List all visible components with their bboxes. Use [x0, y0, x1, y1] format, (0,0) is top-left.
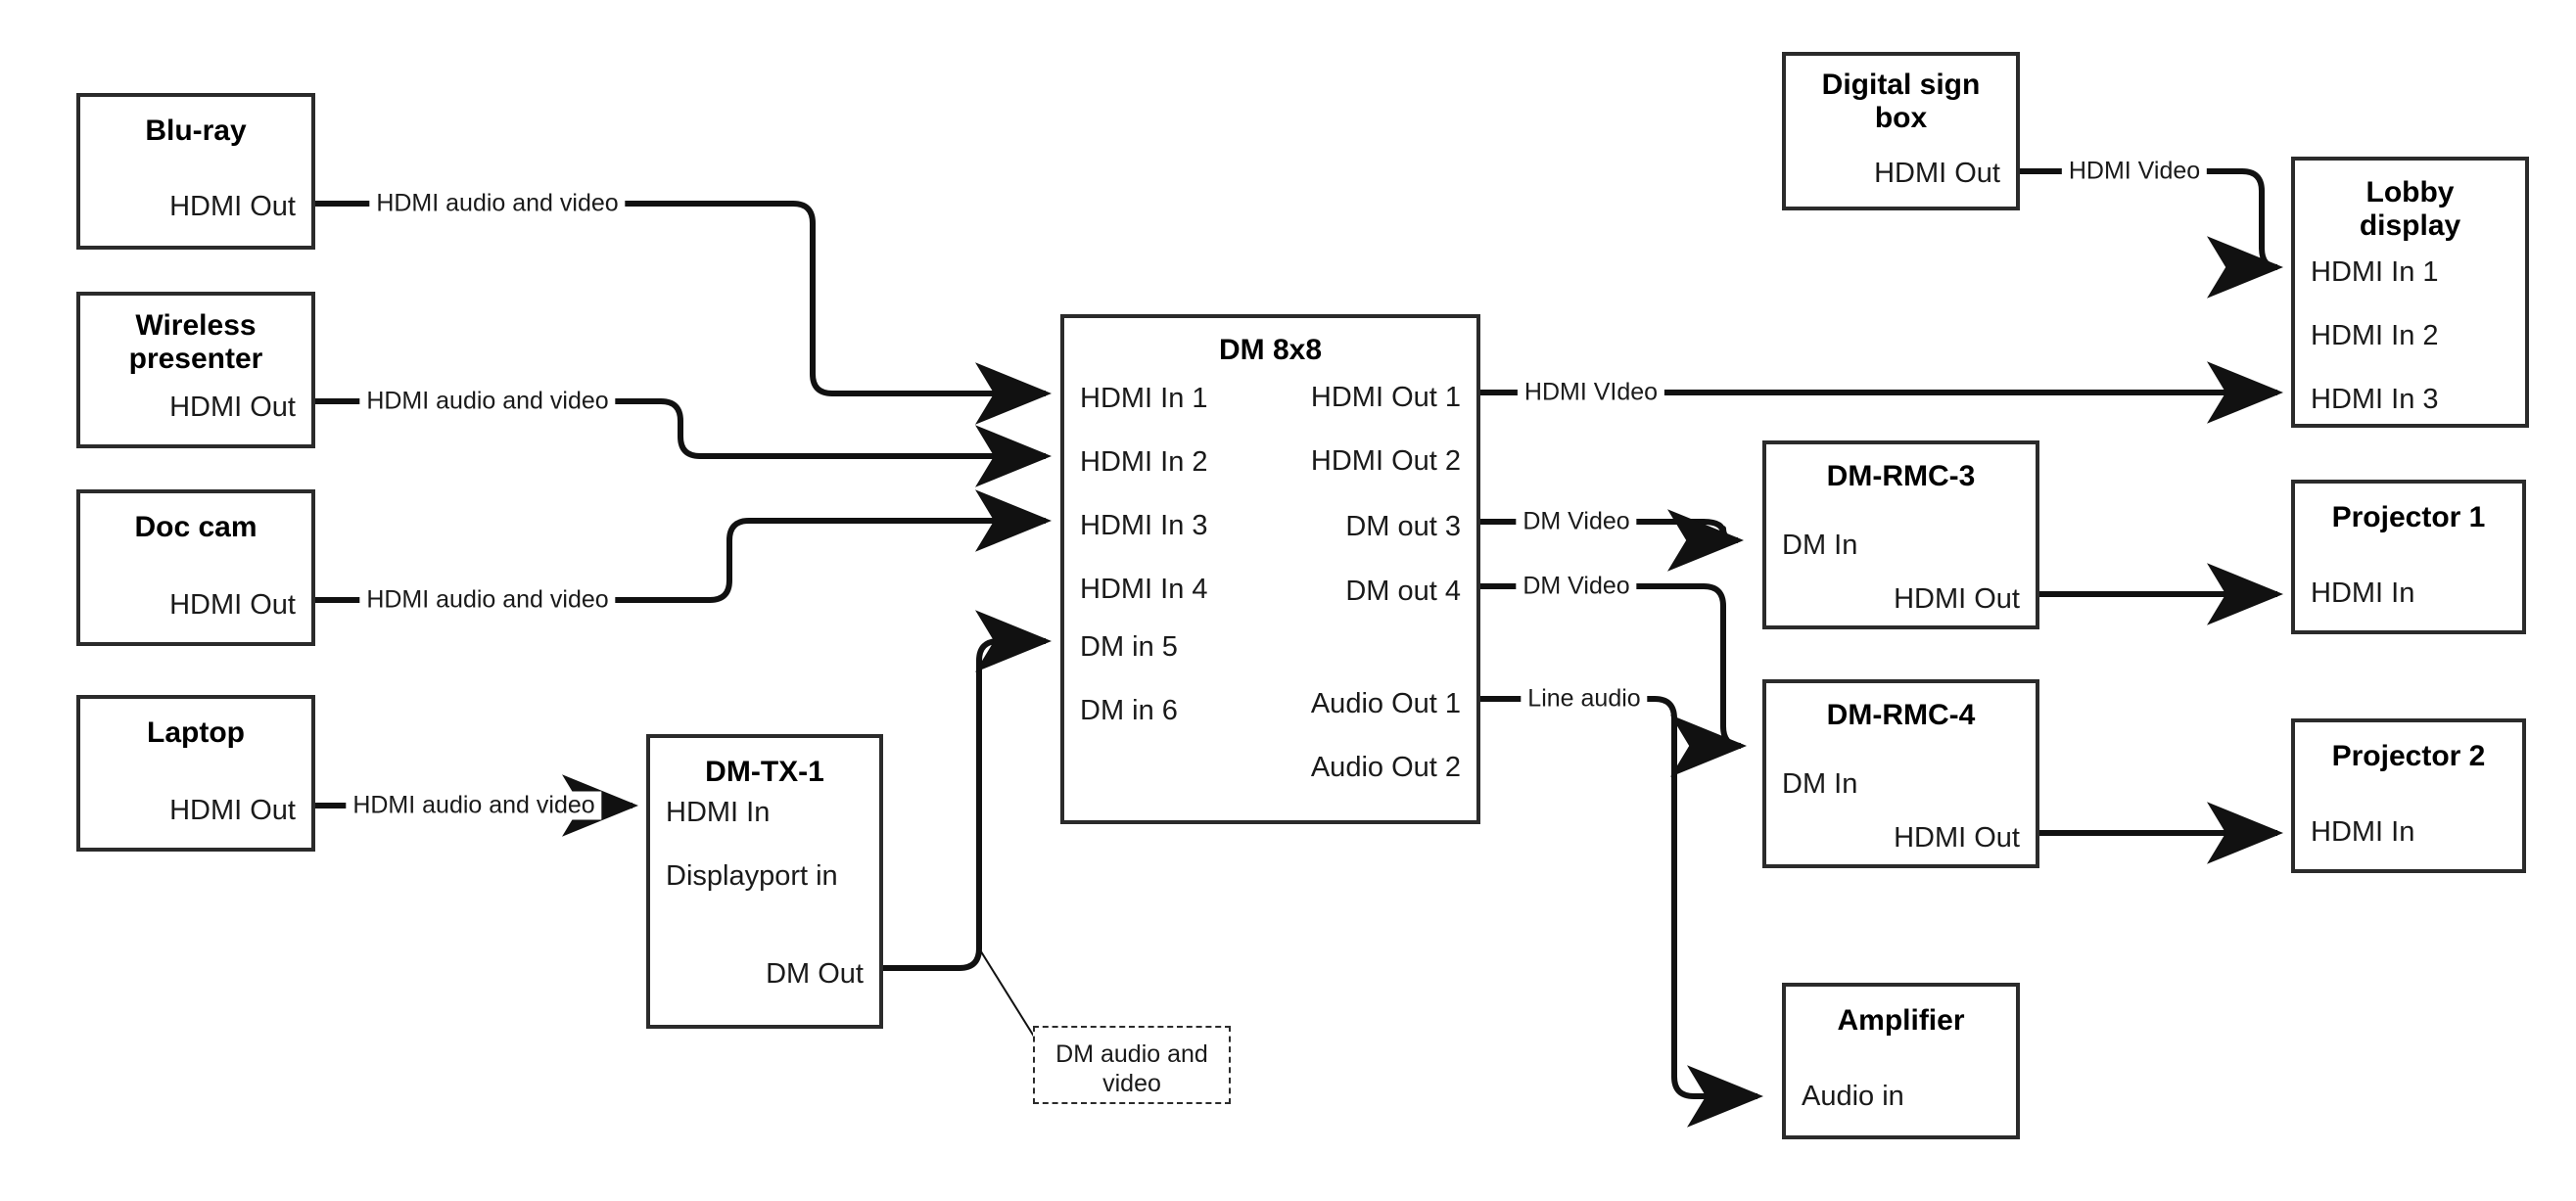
node-lobby-display[interactable]: Lobby display HDMI In 1 HDMI In 2 HDMI I…	[2291, 157, 2529, 428]
node-title: Blu-ray	[145, 115, 247, 147]
wire-label-line-audio: Line audio	[1521, 684, 1648, 714]
port-hdmi-out: HDMI Out	[169, 795, 296, 826]
port-hdmi-out-1: HDMI Out 1	[1310, 382, 1461, 413]
port-hdmi-in-3: HDMI In 3	[2311, 384, 2439, 415]
port-audio-out-1: Audio Out 1	[1310, 688, 1461, 719]
node-amplifier[interactable]: Amplifier Audio in	[1782, 983, 2020, 1139]
port-hdmi-in-2: HDMI In 2	[2311, 320, 2439, 351]
node-digital-sign-box[interactable]: Digital sign box HDMI Out	[1782, 52, 2020, 210]
port-hdmi-in-2: HDMI In 2	[1080, 446, 1208, 478]
wire-dm-out4-to-rmc4	[1480, 583, 1747, 777]
wire-label-laptop: HDMI audio and video	[346, 791, 602, 820]
port-displayport-in: Displayport in	[666, 860, 838, 892]
node-title: Projector 2	[2331, 740, 2486, 772]
port-hdmi-out: HDMI Out	[1894, 583, 2020, 615]
node-title: Lobby display	[2359, 176, 2461, 242]
port-hdmi-out-2: HDMI Out 2	[1310, 445, 1461, 477]
port-hdmi-in: HDMI In	[666, 797, 771, 828]
port-hdmi-in: HDMI In	[2311, 577, 2415, 609]
annotation-dm-audio-and-video: DM audio and video	[1033, 1026, 1231, 1104]
node-dm-tx-1[interactable]: DM-TX-1 HDMI In Displayport in DM Out	[646, 734, 883, 1029]
port-dm-out-4: DM out 4	[1345, 576, 1461, 607]
node-wireless-presenter[interactable]: Wireless presenter HDMI Out	[76, 292, 315, 448]
node-title: Digital sign box	[1821, 69, 1981, 134]
node-projector-1[interactable]: Projector 1 HDMI In	[2291, 480, 2526, 634]
wire-audio-out1-to-amp	[1480, 696, 1763, 1128]
wire-sign-to-lobby-in1	[2020, 168, 2283, 299]
annotation-text: DM audio and video	[1055, 1040, 1208, 1097]
port-hdmi-in: HDMI In	[2311, 816, 2415, 848]
port-dm-in-6: DM in 6	[1080, 695, 1178, 726]
wire-tx-to-dm-in5	[883, 610, 1052, 971]
node-blu-ray[interactable]: Blu-ray HDMI Out	[76, 93, 315, 250]
port-hdmi-in-3: HDMI In 3	[1080, 510, 1208, 541]
node-doc-cam[interactable]: Doc cam HDMI Out	[76, 489, 315, 646]
port-hdmi-in-4: HDMI In 4	[1080, 574, 1208, 605]
port-hdmi-out: HDMI Out	[169, 191, 296, 222]
wire-bluray-to-dm-in1	[315, 201, 1052, 425]
port-audio-out-2: Audio Out 2	[1310, 752, 1461, 783]
node-title: DM-RMC-3	[1826, 460, 1976, 492]
node-title: Wireless presenter	[128, 309, 263, 375]
port-hdmi-in-1: HDMI In 1	[2311, 256, 2439, 288]
port-dm-in: DM In	[1782, 768, 1858, 800]
node-laptop[interactable]: Laptop HDMI Out	[76, 695, 315, 852]
wire-label-dm-video-4: DM Video	[1516, 572, 1637, 601]
port-hdmi-out: HDMI Out	[1894, 822, 2020, 854]
port-dm-in-5: DM in 5	[1080, 631, 1178, 663]
port-hdmi-out: HDMI Out	[1874, 158, 2000, 189]
port-dm-in: DM In	[1782, 530, 1858, 561]
leader-dm-audio-video-note	[978, 947, 1037, 1040]
port-dm-out: DM Out	[766, 958, 864, 990]
port-audio-in: Audio in	[1802, 1081, 1904, 1112]
wire-label-doccam: HDMI audio and video	[359, 585, 616, 615]
node-title: DM-RMC-4	[1826, 699, 1976, 731]
node-dm-rmc-3[interactable]: DM-RMC-3 DM In HDMI Out	[1762, 440, 2039, 629]
wire-label-wireless: HDMI audio and video	[359, 387, 616, 416]
wire-label-bluray: HDMI audio and video	[369, 189, 626, 218]
node-title: DM 8x8	[1218, 334, 1323, 366]
node-title: Projector 1	[2331, 501, 2486, 533]
node-title: Amplifier	[1837, 1004, 1965, 1037]
port-hdmi-out: HDMI Out	[169, 392, 296, 423]
node-title: DM-TX-1	[705, 756, 824, 788]
node-projector-2[interactable]: Projector 2 HDMI In	[2291, 718, 2526, 873]
node-title: Doc cam	[134, 511, 258, 543]
port-dm-out-3: DM out 3	[1345, 511, 1461, 542]
node-dm-8x8[interactable]: DM 8x8 HDMI In 1 HDMI In 2 HDMI In 3 HDM…	[1060, 314, 1480, 824]
port-hdmi-out: HDMI Out	[169, 589, 296, 621]
wire-label-dm-video-3: DM Video	[1516, 507, 1637, 536]
wire-label-hdmi-video-out1: HDMI VIdeo	[1517, 378, 1665, 407]
port-hdmi-in-1: HDMI In 1	[1080, 383, 1208, 414]
node-title: Laptop	[147, 716, 245, 749]
node-dm-rmc-4[interactable]: DM-RMC-4 DM In HDMI Out	[1762, 679, 2039, 868]
wire-label-hdmi-video-sign: HDMI Video	[2061, 157, 2208, 186]
